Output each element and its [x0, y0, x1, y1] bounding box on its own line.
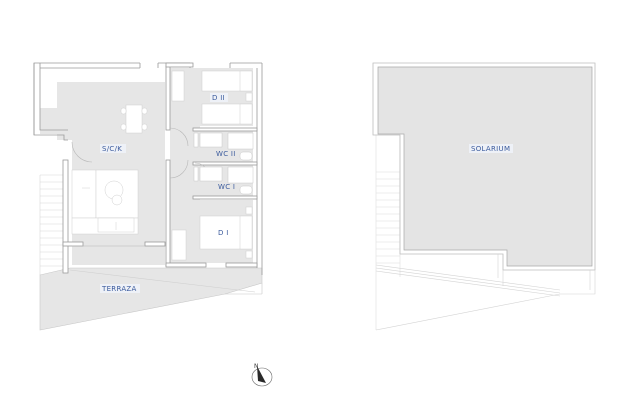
- roof-stairs: [375, 134, 401, 330]
- label-d2: D II: [212, 94, 225, 102]
- roof-labels: SOLARIUM: [469, 144, 513, 153]
- left-wall: [62, 159, 84, 274]
- label-solarium: SOLARIUM: [471, 145, 510, 153]
- ground-floor-plan: [33, 62, 263, 331]
- interior-walls: [144, 62, 258, 268]
- sofa-set: [71, 169, 139, 235]
- roof-plan: [372, 62, 596, 331]
- terrace-floor: [39, 267, 263, 331]
- beds-d2: [171, 70, 253, 125]
- ground-floor-labels: S/C/K D II WC II WC I D I TERRAZA: [100, 93, 236, 293]
- exterior-walls: [33, 62, 263, 275]
- dining-table: [120, 104, 148, 134]
- solarium-floor: [377, 66, 593, 267]
- label-wc2: WC II: [216, 150, 236, 158]
- label-wc1: WC I: [218, 183, 235, 191]
- north-arrow-icon: [257, 366, 266, 383]
- label-sck: S/C/K: [102, 145, 122, 153]
- label-terraza: TERRAZA: [101, 285, 137, 293]
- compass-north-label: N: [254, 363, 259, 370]
- label-d1: D I: [218, 229, 229, 237]
- wc-fixtures: [193, 132, 254, 195]
- exterior-stairs: [39, 174, 63, 275]
- bed-d1: [171, 206, 253, 261]
- compass: N: [251, 363, 273, 387]
- roof-terrace-outline: [375, 254, 596, 331]
